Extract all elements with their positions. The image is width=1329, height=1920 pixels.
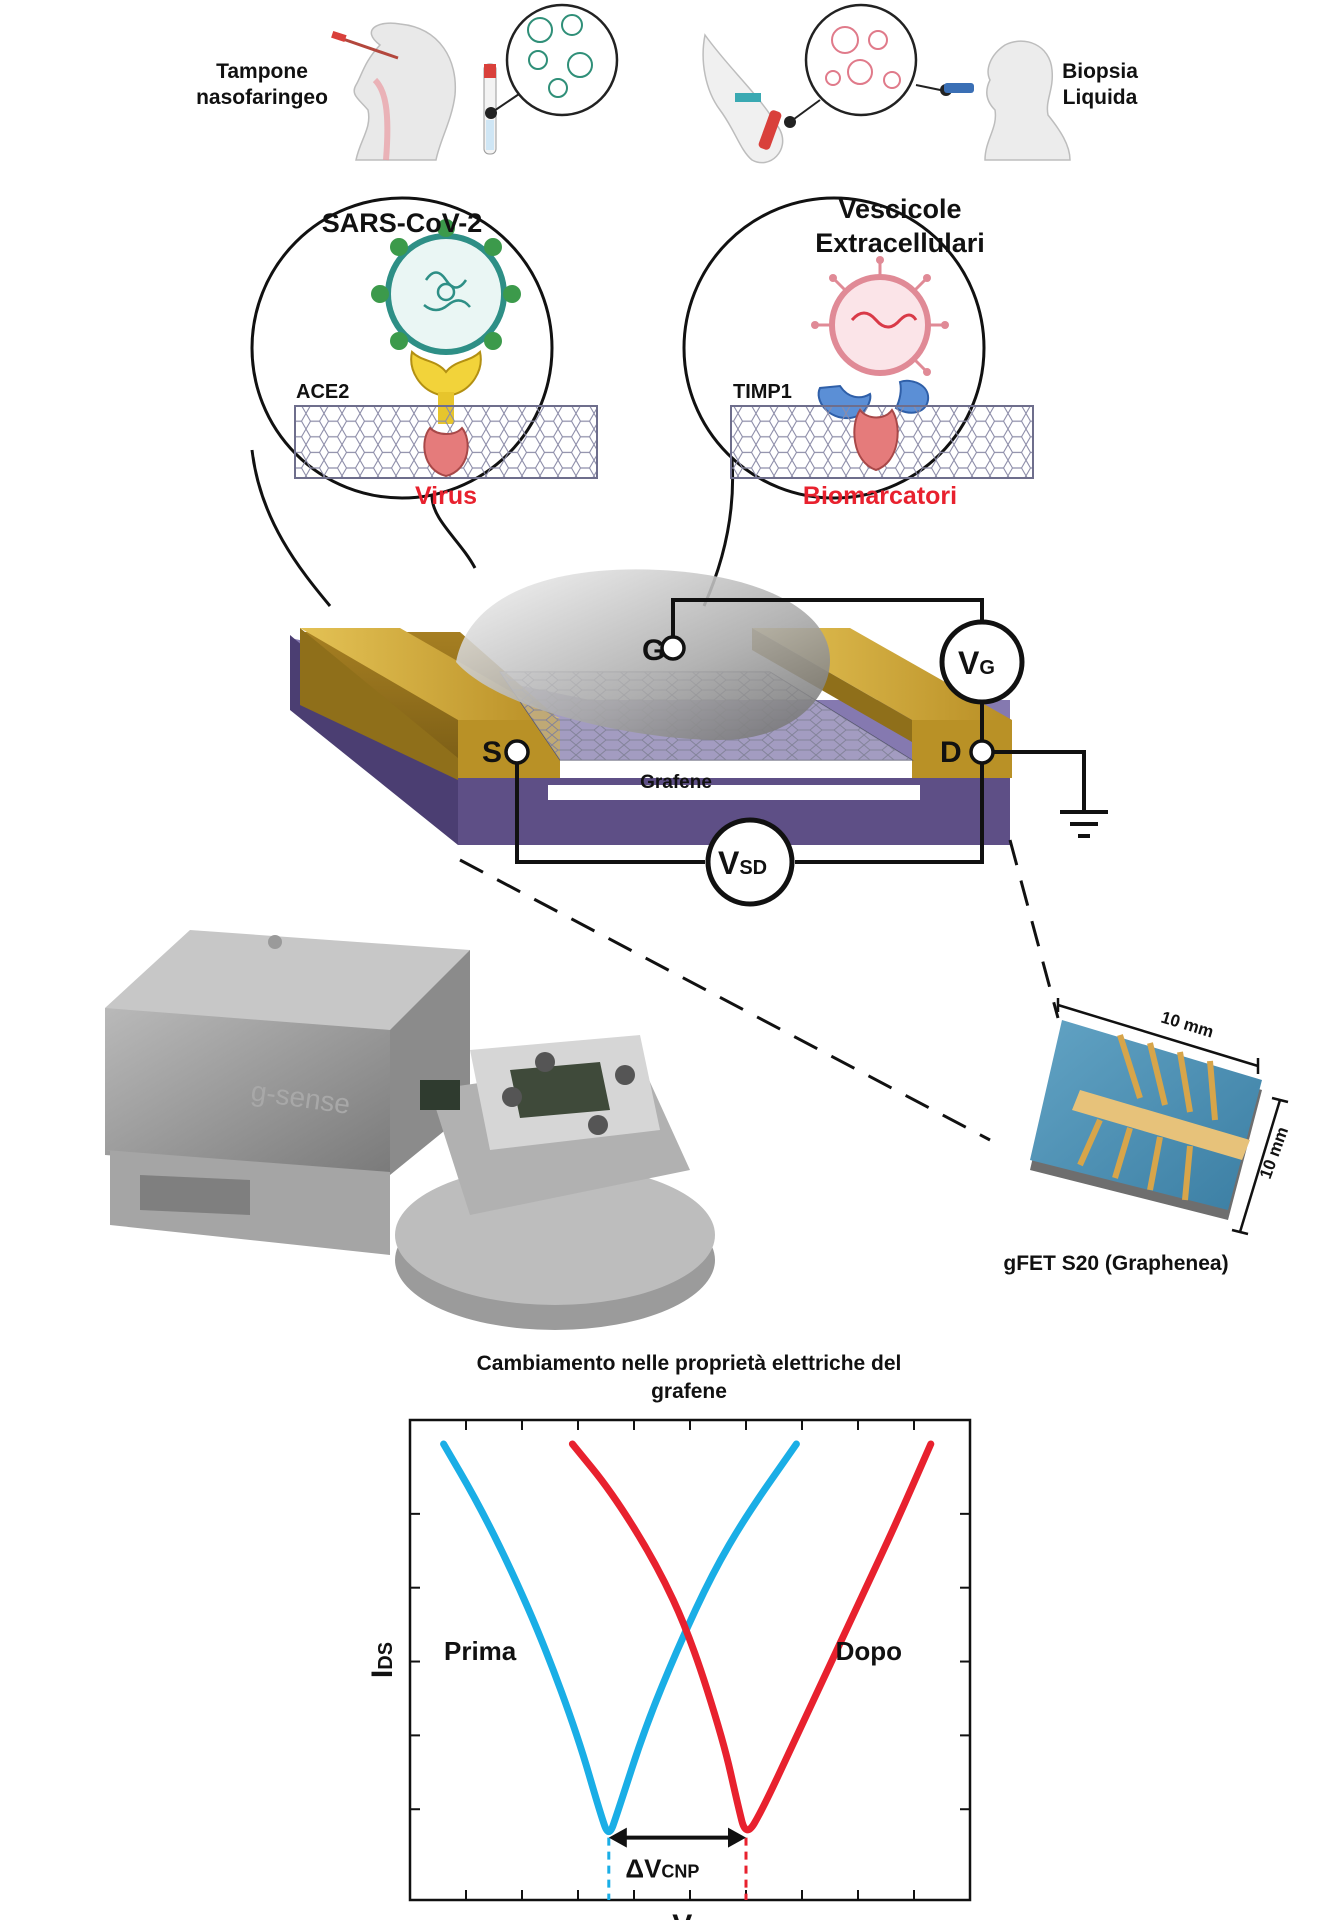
bubble-right-title-line2: Extracellulari bbox=[815, 228, 985, 258]
target-label-biomarcatori: Biomarcatori bbox=[803, 482, 957, 510]
virus-icon bbox=[371, 219, 521, 355]
chip-dimension-width: 10 mm bbox=[1159, 1008, 1216, 1042]
chart-y-axis-label: IDS bbox=[366, 1642, 399, 1678]
drain-terminal-label: D bbox=[940, 736, 962, 769]
receptor-label-ace2: ACE2 bbox=[296, 381, 349, 403]
gate-circuit bbox=[515, 598, 1086, 864]
drain-terminal-node bbox=[969, 739, 995, 765]
series-label-dopo: Dopo bbox=[836, 1636, 902, 1666]
delta-cnp-arrowhead-left bbox=[608, 1827, 627, 1848]
nasal-swab-label-line1: Tampone bbox=[216, 60, 308, 83]
gate-terminal-label: G bbox=[642, 634, 665, 667]
bubble-right-title-line1: Vescicole bbox=[838, 194, 961, 224]
gate-terminal-node bbox=[660, 635, 686, 661]
zoom-lines bbox=[459, 839, 1060, 1142]
reader-device-illustration bbox=[105, 930, 715, 1330]
vsd-meter-circle bbox=[705, 817, 795, 907]
liquid-biopsy-illustration bbox=[702, 3, 1071, 164]
chart-x-axis-label: VG bbox=[672, 1909, 708, 1920]
target-label-virus: Virus bbox=[415, 482, 477, 510]
receptor-label-timp1: TIMP1 bbox=[733, 381, 792, 403]
ground-icon bbox=[1060, 810, 1108, 838]
chip-dimension-lines bbox=[1056, 998, 1289, 1236]
source-terminal-label: S bbox=[482, 736, 502, 769]
liquid-biopsy-label-line1: Biopsia bbox=[1062, 60, 1138, 83]
linker-right-icon bbox=[853, 408, 899, 472]
nasal-swab-illustration bbox=[331, 3, 619, 161]
bubble-left-title: SARS-CoV-2 bbox=[322, 208, 483, 238]
source-terminal-node bbox=[504, 739, 530, 765]
chart-plot-area bbox=[408, 1418, 972, 1902]
liquid-biopsy-label-line2: Liquida bbox=[1063, 86, 1138, 109]
chart-series bbox=[440, 1440, 935, 1836]
chart-cnp-markers bbox=[607, 1827, 748, 1900]
vesicle-icon bbox=[811, 256, 949, 376]
channel-label-grafene: Grafene bbox=[640, 772, 712, 793]
chart-title-line2: grafene bbox=[651, 1380, 727, 1403]
chip-caption: gFET S20 (Graphenea) bbox=[1003, 1252, 1228, 1275]
chip-dimension-height: 10 mm bbox=[1256, 1124, 1292, 1181]
gfet-chip-image bbox=[1030, 1020, 1262, 1220]
chart-ticks bbox=[410, 1420, 970, 1900]
nasal-swab-label-line2: nasofaringeo bbox=[196, 86, 328, 109]
vsd-meter-label: VSD bbox=[718, 845, 767, 881]
chart-title-line1: Cambiamento nelle proprietà elettriche d… bbox=[477, 1352, 902, 1375]
delta-cnp-label: ΔVCNP bbox=[625, 1854, 699, 1884]
series-line-dopo bbox=[568, 1440, 935, 1834]
series-line-prima bbox=[440, 1440, 800, 1836]
linker-icon bbox=[423, 426, 469, 478]
series-label-prima: Prima bbox=[444, 1636, 517, 1666]
delta-cnp-arrowhead-right bbox=[728, 1827, 746, 1848]
gfet-device bbox=[290, 569, 1012, 845]
vg-meter-label: VG bbox=[958, 645, 995, 681]
vg-meter-circle bbox=[939, 619, 1025, 705]
